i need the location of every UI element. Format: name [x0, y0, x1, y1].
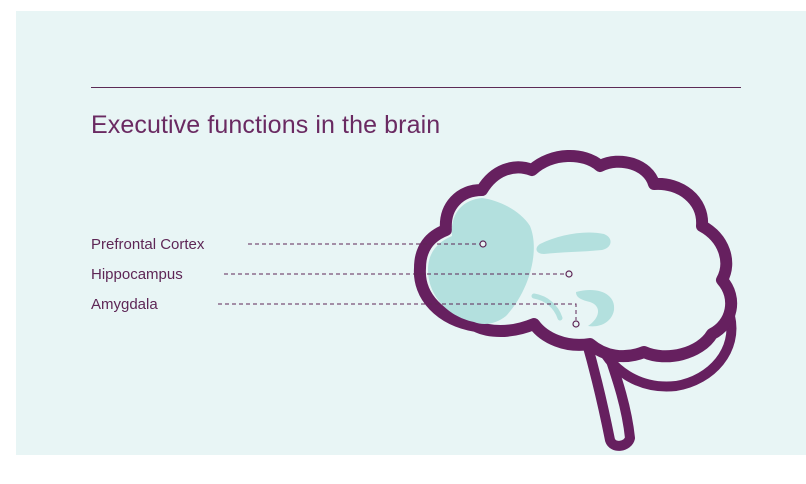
title-divider — [91, 87, 741, 88]
diagram-title: Executive functions in the brain — [91, 111, 441, 139]
leader-dot-hippocampus — [565, 270, 573, 278]
amygdala-region — [576, 290, 615, 327]
label-hippocampus: Hippocampus — [91, 266, 183, 283]
small-region — [531, 293, 563, 321]
label-amygdala: Amygdala — [91, 296, 158, 313]
leader-dot-amygdala — [572, 320, 580, 328]
leader-dot-prefrontal — [479, 240, 487, 248]
prefrontal-cortex-region — [428, 198, 534, 324]
hippocampus-region — [536, 232, 611, 254]
leader-line-amygdala — [218, 303, 577, 320]
label-prefrontal-cortex: Prefrontal Cortex — [91, 236, 205, 253]
